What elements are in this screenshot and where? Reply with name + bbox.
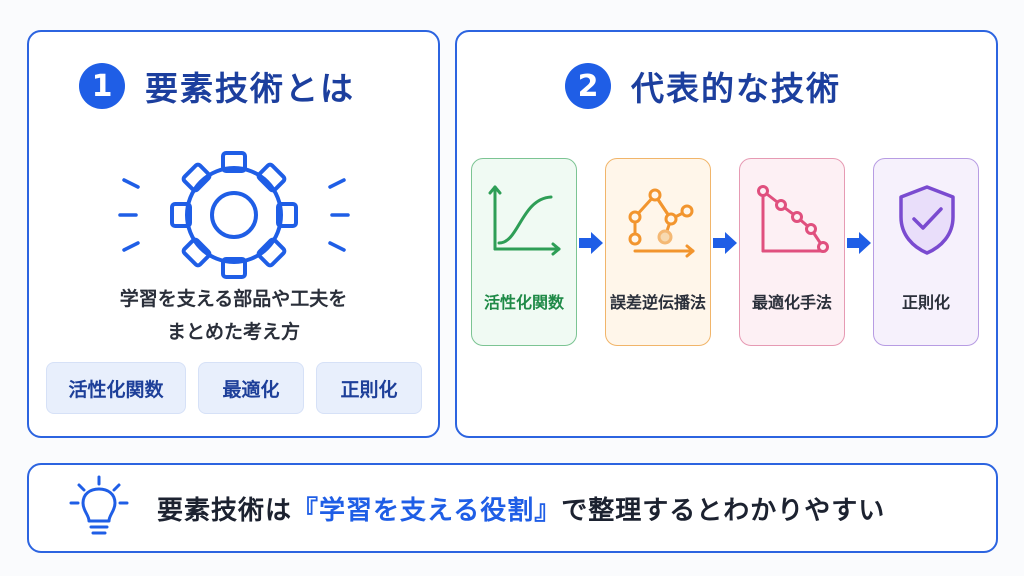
summary-text: 要素技術は 『学習を支える役割』 で整理するとわかりやすい xyxy=(157,465,885,551)
summary-highlight: 『学習を支える役割』 xyxy=(292,495,562,526)
chip-regularization: 正則化 xyxy=(316,362,422,414)
step-card-regularization: 正則化 xyxy=(873,158,979,346)
section-title: 要素技術とは xyxy=(145,69,355,108)
node-graph-icon xyxy=(628,188,695,258)
section-title: 代表的な技術 xyxy=(631,69,841,108)
gear-icon xyxy=(114,140,354,280)
step-label: 誤差逆伝播法 xyxy=(609,293,706,312)
step-card-optimizer: 最適化手法 xyxy=(739,158,845,346)
number-badge: 2 xyxy=(565,63,611,109)
panel-what-is-element-tech: 1 要素技術とは 学習を支える部品や工夫を まとめた考え方 活性化関数 最適化 xyxy=(27,30,440,438)
description-line-1: 学習を支える部品や工夫を xyxy=(119,288,348,310)
step-label: 最適化手法 xyxy=(751,293,832,312)
arrow-right-icon xyxy=(713,232,737,254)
panel-representative-tech: 2 代表的な技術 活性化関数 xyxy=(455,30,998,438)
step-card-backprop: 誤差逆伝播法 xyxy=(605,158,711,346)
arrow-right-icon xyxy=(579,232,603,254)
section-heading-1: 1 要素技術とは xyxy=(79,60,355,112)
description-line-2: まとめた考え方 xyxy=(166,321,300,343)
lightbulb-icon xyxy=(67,475,131,545)
summary-suffix: で整理するとわかりやすい xyxy=(561,495,886,526)
summary-prefix: 要素技術は xyxy=(157,495,293,526)
shield-check-icon xyxy=(899,185,955,255)
step-card-activation: 活性化関数 xyxy=(471,158,577,346)
sigmoid-curve-icon xyxy=(488,185,561,256)
summary-banner: 要素技術は 『学習を支える役割』 で整理するとわかりやすい xyxy=(27,463,998,553)
step-label: 正則化 xyxy=(901,293,950,312)
section-heading-2: 2 代表的な技術 xyxy=(565,60,841,112)
descent-line-icon xyxy=(757,185,829,253)
arrow-right-icon xyxy=(847,232,871,254)
number-badge: 1 xyxy=(79,63,125,109)
chip-activation: 活性化関数 xyxy=(46,362,186,414)
step-label: 活性化関数 xyxy=(483,293,564,312)
chip-optimization: 最適化 xyxy=(198,362,304,414)
